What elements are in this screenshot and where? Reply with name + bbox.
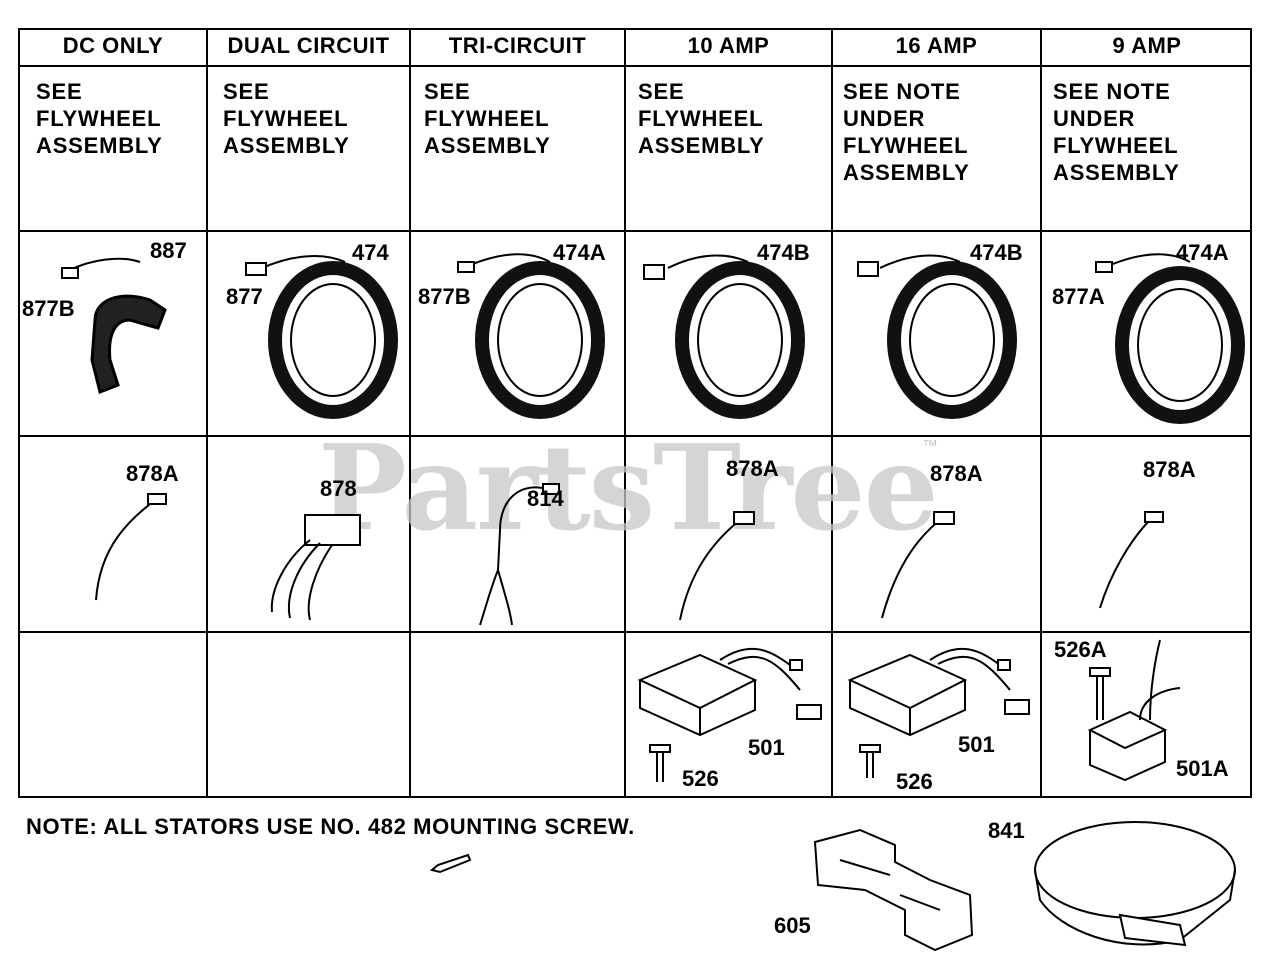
lead-878a-drawing (1099, 519, 1151, 609)
part-label-474a: 474A (1176, 240, 1229, 265)
part-label-474b: 474B (970, 240, 1023, 265)
part-label-501: 501 (748, 735, 785, 760)
column-header-16-amp: 16 AMP (895, 33, 978, 58)
stator-474-drawing (245, 255, 398, 419)
column-header-tri-circuit: TRI-CIRCUIT (448, 33, 587, 58)
column-divider (409, 30, 411, 796)
flywheel-note: SEE FLYWHEEL ASSEMBLY (638, 79, 765, 158)
screw-526a-drawing (1089, 667, 1111, 720)
part-label-526: 526 (896, 769, 933, 794)
column-divider (831, 30, 833, 796)
bracket-605-drawing (813, 828, 974, 952)
column-divider (624, 30, 626, 796)
part-label-877b: 877B (418, 284, 471, 309)
stator-474b-drawing (643, 254, 805, 419)
lead-878a-drawing (95, 499, 156, 601)
row-divider (20, 230, 1250, 232)
part-label-474a: 474A (553, 240, 606, 265)
part-label-878a: 878A (930, 461, 983, 486)
column-header-dual-circuit: DUAL CIRCUIT (227, 33, 390, 58)
part-label-887: 887 (150, 238, 187, 263)
part-label-501: 501 (958, 732, 995, 757)
regulator-501-drawing (637, 647, 822, 737)
row-divider (20, 631, 1250, 633)
part-label-501a: 501A (1176, 756, 1229, 781)
part-label-878: 878 (320, 476, 357, 501)
screw-526-drawing (649, 744, 671, 782)
part-label-878a: 878A (1143, 457, 1196, 482)
lead-814-drawing (479, 483, 560, 626)
column-divider (206, 30, 208, 796)
stator-table: DC ONLY DUAL CIRCUIT TRI-CIRCUIT 10 AMP … (18, 28, 1252, 798)
mounting-screw-note: NOTE: ALL STATORS USE NO. 482 MOUNTING S… (26, 814, 635, 839)
stator-474a-drawing (457, 253, 605, 419)
stator-474a-drawing (1095, 253, 1245, 424)
lead-878-drawing (270, 514, 361, 621)
part-label-526a: 526A (1054, 637, 1107, 662)
screw-482-drawing (429, 853, 472, 874)
part-label-878a: 878A (126, 461, 179, 486)
row-divider (20, 435, 1250, 437)
screw-526-drawing (859, 744, 881, 778)
part-label-878a: 878A (726, 456, 779, 481)
column-header-10-amp: 10 AMP (687, 33, 770, 58)
part-label-841: 841 (988, 818, 1025, 843)
flywheel-note: SEE FLYWHEEL ASSEMBLY (223, 79, 350, 158)
stator-474b-drawing (857, 254, 1017, 419)
column-header-9-amp: 9 AMP (1112, 33, 1182, 58)
part-label-474b: 474B (757, 240, 810, 265)
part-label-877b: 877B (22, 296, 75, 321)
regulator-501-drawing (847, 647, 1030, 737)
part-label-605: 605 (774, 913, 811, 938)
flywheel-note: SEE FLYWHEEL ASSEMBLY (424, 79, 551, 158)
trademark-mark: ™ (922, 438, 938, 455)
column-divider (1040, 30, 1042, 796)
stator-887-drawing (61, 257, 167, 395)
part-label-877: 877 (226, 284, 263, 309)
part-label-814: 814 (527, 486, 564, 511)
part-label-526: 526 (682, 766, 719, 791)
lead-878a-drawing (679, 519, 741, 621)
flywheel-note: SEE FLYWHEEL ASSEMBLY (36, 79, 163, 158)
flywheel-note: SEE NOTE UNDER FLYWHEEL ASSEMBLY (843, 79, 970, 185)
row-divider (20, 65, 1250, 67)
flywheel-note: SEE NOTE UNDER FLYWHEEL ASSEMBLY (1053, 79, 1180, 185)
lead-878a-drawing (881, 519, 941, 619)
part-label-474: 474 (352, 240, 389, 265)
regulator-501a-drawing (1087, 639, 1181, 782)
clamp-841-drawing (1034, 821, 1236, 947)
part-label-877a: 877A (1052, 284, 1105, 309)
column-header-dc-only: DC ONLY (62, 33, 164, 58)
